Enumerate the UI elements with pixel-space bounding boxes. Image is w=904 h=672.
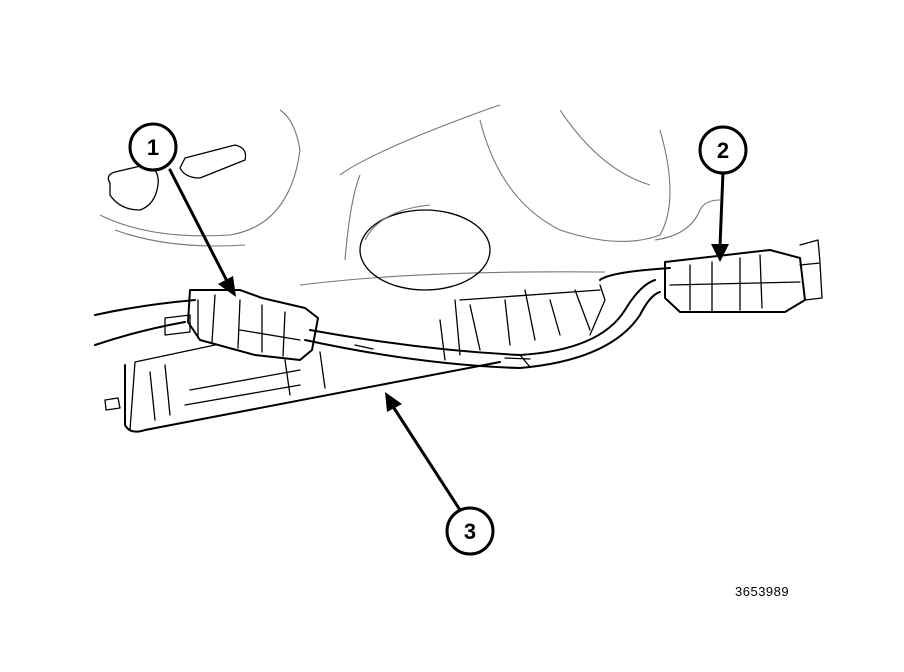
- callout-2-label: 2: [717, 138, 729, 163]
- wiring-harness: [94, 267, 671, 369]
- figure-id: 3653989: [735, 584, 790, 599]
- leader-arrow-2: [718, 170, 725, 248]
- callout-3-label: 3: [464, 519, 476, 544]
- connector-1: [164, 289, 319, 361]
- leader-arrow-3: [390, 403, 462, 512]
- callout-2: 2: [698, 125, 748, 175]
- round-plug: [359, 204, 491, 291]
- arrowhead-1: [218, 276, 236, 297]
- callout-1-label: 1: [147, 135, 159, 160]
- leader-arrow-1: [168, 168, 230, 285]
- trim-panel-outline: [99, 104, 721, 286]
- panel-pads: [107, 144, 247, 211]
- arrowhead-2: [711, 244, 729, 262]
- arrowhead-3: [385, 392, 402, 412]
- callout-3: 3: [445, 506, 495, 556]
- connector-2: [664, 239, 823, 313]
- sensor-bracket: [104, 284, 606, 433]
- leader-arrows: [168, 168, 729, 512]
- callout-1: 1: [128, 122, 178, 172]
